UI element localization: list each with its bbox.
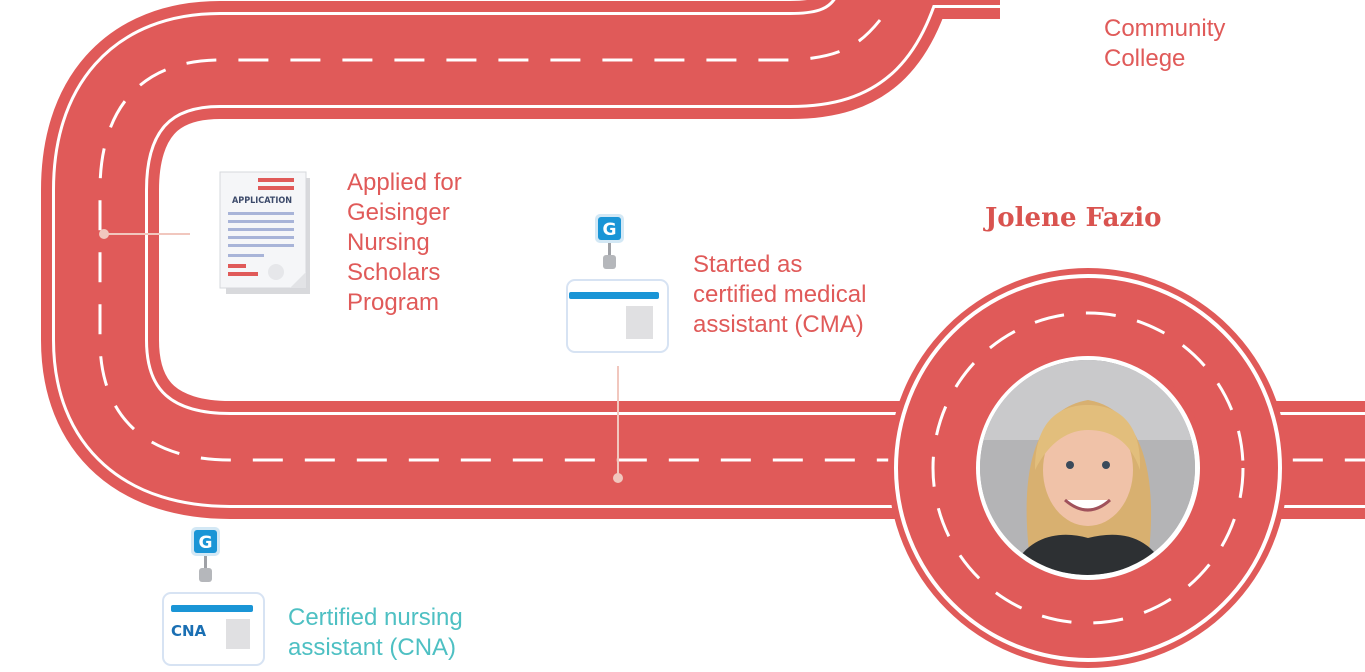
- portrait-photo: [980, 360, 1195, 575]
- milestone-cma-line: Started as: [693, 251, 803, 278]
- milestone-cma-label: Started as certified medical assistant (…: [693, 250, 866, 340]
- road-top-curve: [41, 0, 1365, 519]
- milestone-college-line: Community: [1104, 15, 1226, 42]
- connector-lines: [99, 229, 623, 483]
- milestone-cna-label: Certified nursing assistant (CNA): [288, 603, 463, 663]
- milestone-application-line: Geisinger: [347, 199, 450, 226]
- milestone-application-line: Applied for: [347, 169, 462, 196]
- person-name: Jolene Fazio: [985, 203, 1162, 233]
- milestone-application-line: Nursing: [347, 229, 430, 256]
- id-badge-icon: G: [566, 214, 669, 354]
- badge-text: CNA: [171, 622, 207, 640]
- milestone-college-label: Community College: [1104, 14, 1225, 74]
- badge-letter: G: [199, 533, 213, 553]
- portrait-illustration: [980, 360, 1195, 575]
- badge-letter: G: [603, 220, 617, 240]
- milestone-college-line: College: [1104, 45, 1186, 72]
- application-document-icon: APPLICATION: [218, 170, 314, 298]
- id-badge-icon: G CNA: [162, 527, 265, 667]
- milestone-cma-line: certified medical: [693, 281, 867, 308]
- milestone-application-line: Program: [347, 289, 440, 316]
- milestone-cna-line: Certified nursing: [288, 604, 463, 631]
- milestone-cma-line: assistant (CMA): [693, 311, 864, 338]
- milestone-cna-line: assistant (CNA): [288, 634, 457, 661]
- application-icon-text: APPLICATION: [232, 196, 292, 206]
- milestone-application-line: Scholars: [347, 259, 441, 286]
- milestone-application-label: Applied for Geisinger Nursing Scholars P…: [347, 168, 462, 318]
